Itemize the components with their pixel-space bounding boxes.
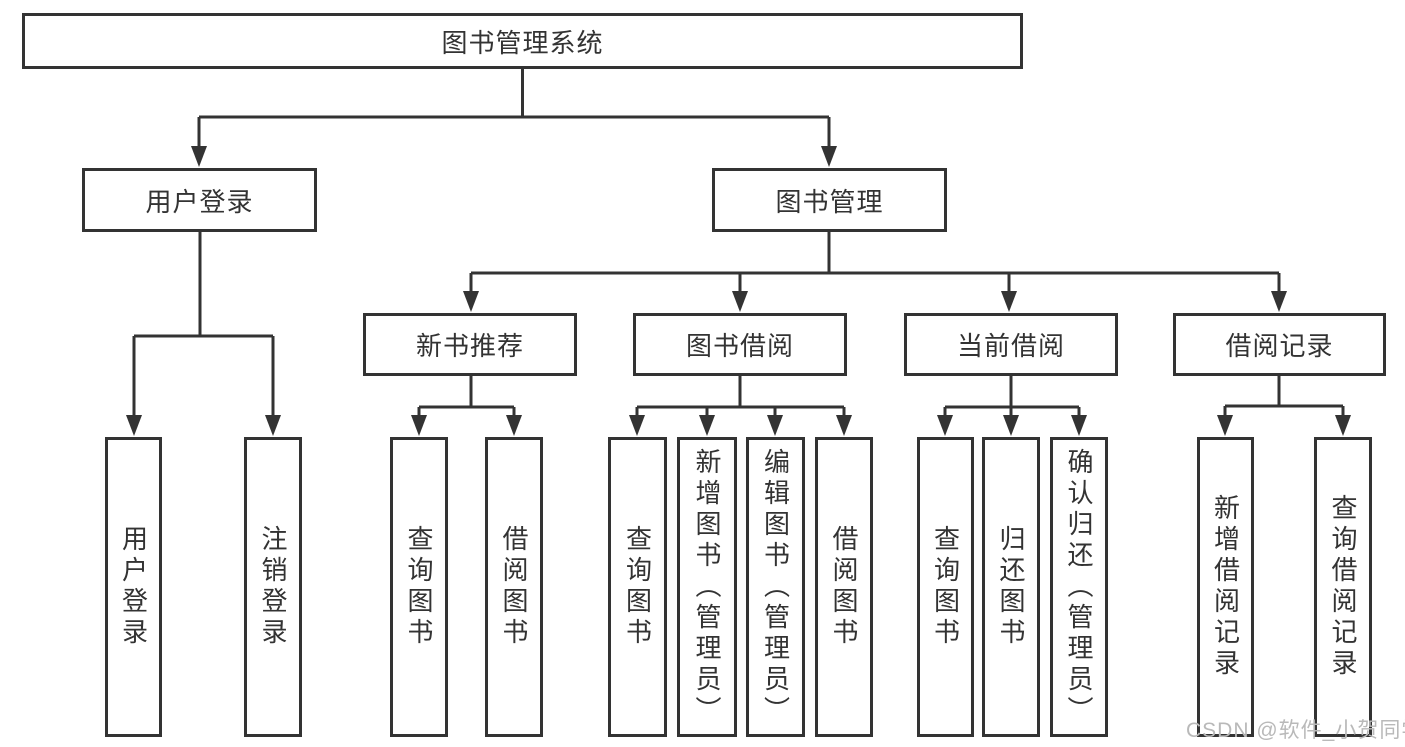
node-label: 归还图书: [996, 525, 1026, 649]
node-label: 图书管理: [775, 186, 884, 217]
leaf-return-books: 归还图书: [982, 437, 1040, 737]
leaf-add-books-admin: 新增图书（管理员）: [677, 437, 737, 737]
leaf-query-books-recommend: 查询图书: [390, 437, 448, 737]
node-label: 新增借阅记录: [1210, 494, 1241, 680]
node-label: 用户登录: [118, 525, 149, 649]
node-label: 查询图书: [622, 525, 653, 649]
leaf-query-books-current: 查询图书: [917, 437, 974, 737]
node-borrow-records: 借阅记录: [1173, 313, 1386, 376]
node-book-management: 图书管理: [712, 168, 947, 232]
node-label: 新增图书（管理员）: [692, 447, 722, 727]
leaf-query-books-borrow: 查询图书: [608, 437, 667, 737]
csdn-watermark: CSDN @软件_小贺同学: [1186, 719, 1405, 742]
leaf-logout: 注销登录: [244, 437, 302, 737]
node-label: 借阅图书: [499, 525, 529, 649]
node-label: 新书推荐: [415, 331, 524, 361]
node-label: 查询借阅记录: [1328, 494, 1358, 680]
node-label: 查询图书: [930, 525, 961, 649]
leaf-query-borrow-record: 查询借阅记录: [1314, 437, 1372, 737]
node-label: 注销登录: [258, 525, 288, 649]
node-label: 借阅记录: [1225, 331, 1334, 361]
node-new-book-recommend: 新书推荐: [363, 313, 577, 376]
node-label: 借阅图书: [829, 525, 859, 649]
node-label: 编辑图书（管理员）: [760, 447, 791, 727]
leaf-user-login: 用户登录: [105, 437, 162, 737]
node-current-borrow: 当前借阅: [904, 313, 1118, 376]
node-label: 确认归还（管理员）: [1064, 447, 1094, 727]
node-label: 用户登录: [145, 186, 254, 217]
node-label: 查询图书: [404, 525, 434, 649]
node-user-login-group: 用户登录: [82, 168, 317, 232]
leaf-borrow-books: 借阅图书: [815, 437, 873, 737]
leaf-borrow-books-recommend: 借阅图书: [485, 437, 543, 737]
leaf-edit-books-admin: 编辑图书（管理员）: [746, 437, 805, 737]
node-label: 图书管理系统: [441, 27, 604, 58]
node-label: 当前借阅: [956, 331, 1065, 361]
leaf-confirm-return-admin: 确认归还（管理员）: [1050, 437, 1108, 737]
leaf-add-borrow-record: 新增借阅记录: [1197, 437, 1254, 737]
arrowhead-group: [126, 146, 1351, 436]
node-label: 图书借阅: [685, 331, 794, 361]
node-root-system: 图书管理系统: [22, 13, 1023, 69]
node-book-borrow: 图书借阅: [633, 313, 847, 376]
